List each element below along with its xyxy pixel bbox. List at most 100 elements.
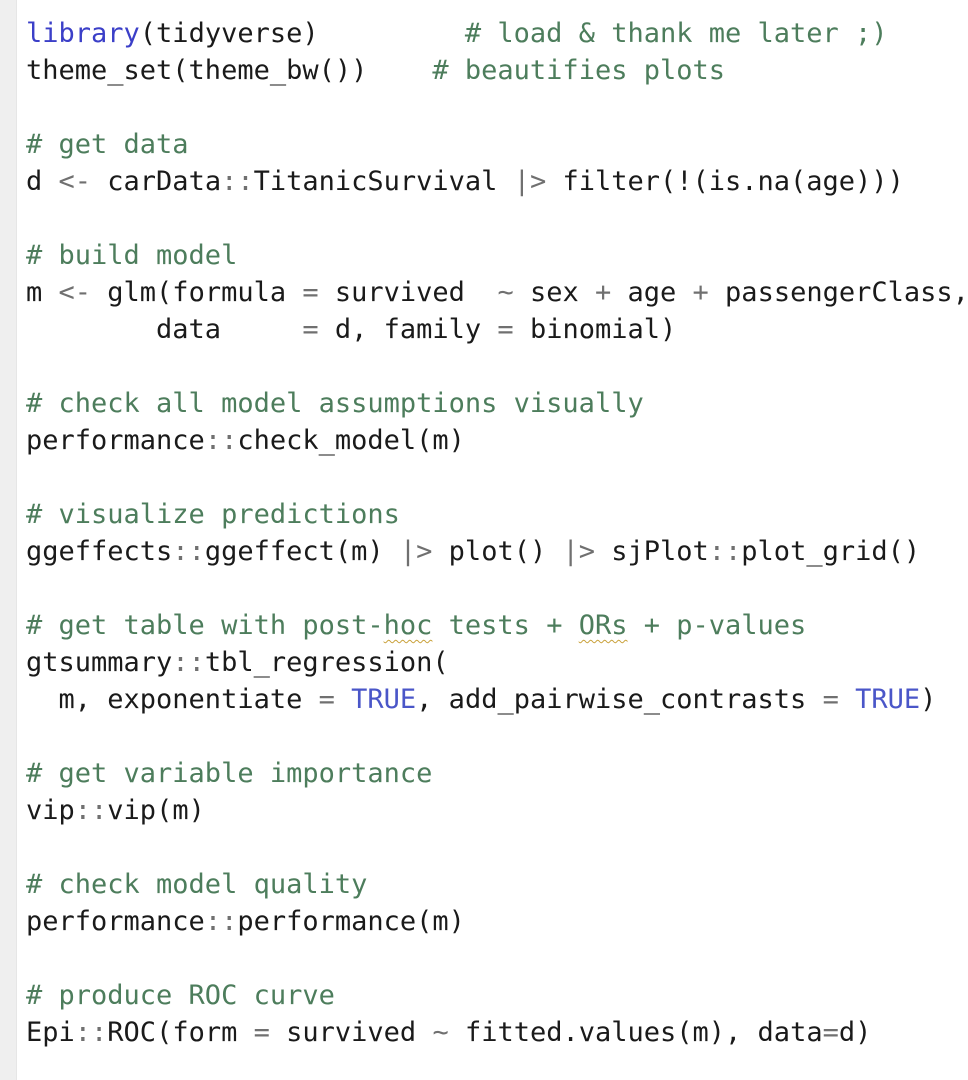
code-token	[839, 684, 855, 715]
code-line[interactable]: data = d, family = binomial)	[26, 311, 968, 348]
blank-line[interactable]	[26, 940, 968, 977]
code-token: ::	[708, 536, 742, 567]
code-token: ~	[432, 1017, 449, 1048]
code-token: =	[318, 684, 335, 715]
code-token: performance	[26, 425, 205, 456]
code-token: TitanicSurvival	[253, 166, 514, 197]
code-token: vip	[26, 795, 75, 826]
code-line[interactable]: d <- carData::TitanicSurvival |> filter(…	[26, 163, 968, 200]
code-token: m, exponentiate	[26, 684, 319, 715]
code-token: m	[26, 277, 59, 308]
code-token: ::	[74, 795, 108, 826]
code-line[interactable]: gtsummary::tbl_regression(	[26, 644, 968, 681]
code-token: # load & thank me later ;)	[464, 18, 888, 49]
code-token: binomial)	[513, 314, 677, 345]
code-line[interactable]: # visualize predictions	[26, 496, 968, 533]
code-token: ::	[204, 425, 238, 456]
code-token: data	[26, 314, 303, 345]
code-line[interactable]: # check model quality	[26, 866, 968, 903]
code-token: fitted.values(m), data	[448, 1017, 823, 1048]
code-token: ::	[74, 1017, 108, 1048]
blank-line[interactable]	[26, 570, 968, 607]
code-token: <-	[58, 166, 92, 197]
code-token: =	[497, 314, 514, 345]
code-token: ~	[497, 277, 514, 308]
code-token: gtsummary	[26, 647, 173, 678]
code-token: # produce ROC curve	[26, 980, 335, 1011]
code-token: # get data	[26, 129, 189, 160]
code-token: glm(formula	[91, 277, 303, 308]
code-token: TRUE	[351, 684, 417, 715]
code-token: plot()	[432, 536, 563, 567]
code-token: # visualize predictions	[26, 499, 400, 530]
blank-line[interactable]	[26, 459, 968, 496]
code-token: +	[692, 277, 709, 308]
code-token: # beautifies plots	[432, 55, 725, 86]
code-token: =	[822, 684, 839, 715]
code-token: <-	[58, 277, 92, 308]
code-token: library	[26, 18, 140, 49]
code-token: =	[253, 1017, 270, 1048]
code-token: ::	[172, 536, 205, 567]
code-token: check_model(m)	[237, 425, 465, 456]
code-token: # check model quality	[26, 869, 368, 900]
code-token: d	[26, 166, 59, 197]
code-line[interactable]: theme_set(theme_bw()) # beautifies plots	[26, 52, 968, 89]
code-token: ::	[221, 166, 254, 197]
code-token: sex	[513, 277, 595, 308]
code-token: tbl_regression(	[204, 647, 449, 678]
spellcheck-flagged-token: hoc	[383, 610, 433, 641]
code-token: filter(!(is.na(age)))	[546, 166, 904, 197]
code-token: =	[302, 277, 319, 308]
code-token: =	[822, 1017, 839, 1048]
blank-line[interactable]	[26, 829, 968, 866]
code-token: Epi	[26, 1017, 75, 1048]
code-token: d, family	[318, 314, 498, 345]
code-line[interactable]: performance::performance(m)	[26, 903, 968, 940]
code-token: |>	[399, 536, 433, 567]
code-token: |>	[513, 166, 547, 197]
code-line[interactable]: # produce ROC curve	[26, 977, 968, 1014]
blank-line[interactable]	[26, 89, 968, 126]
code-token: =	[302, 314, 319, 345]
code-area[interactable]: library(tidyverse) # load & thank me lat…	[26, 15, 968, 1051]
code-line[interactable]: Epi::ROC(form = survived ~ fitted.values…	[26, 1014, 968, 1051]
blank-line[interactable]	[26, 348, 968, 385]
code-token: performance(m)	[237, 906, 465, 937]
code-line[interactable]: vip::vip(m)	[26, 792, 968, 829]
code-token: sjPlot	[594, 536, 709, 567]
code-token: tests +	[432, 610, 579, 641]
editor-gutter	[0, 0, 17, 1080]
code-line[interactable]: library(tidyverse) # load & thank me lat…	[26, 15, 968, 52]
code-token: survived	[269, 1017, 433, 1048]
code-token: ggeffects	[26, 536, 173, 567]
code-line[interactable]: # get variable importance	[26, 755, 968, 792]
code-token: ROC(form	[107, 1017, 254, 1048]
code-line[interactable]: # check all model assumptions visually	[26, 385, 968, 422]
code-token: ggeffect(m)	[204, 536, 400, 567]
code-line[interactable]: # get data	[26, 126, 968, 163]
code-token: vip(m)	[107, 795, 205, 826]
code-line[interactable]: # get table with post-hoc tests + ORs + …	[26, 607, 968, 644]
code-line[interactable]: m, exponentiate = TRUE, add_pairwise_con…	[26, 681, 968, 718]
code-token: # get variable importance	[26, 758, 433, 789]
code-token: passengerClass,	[708, 277, 968, 308]
code-line[interactable]: # build model	[26, 237, 968, 274]
code-token: TRUE	[855, 684, 921, 715]
code-token: ::	[172, 647, 205, 678]
code-token: d)	[838, 1017, 872, 1048]
code-line[interactable]: m <- glm(formula = survived ~ sex + age …	[26, 274, 968, 311]
code-token: survived	[318, 277, 498, 308]
code-line[interactable]: performance::check_model(m)	[26, 422, 968, 459]
code-line[interactable]: ggeffects::ggeffect(m) |> plot() |> sjPl…	[26, 533, 968, 570]
code-token: # build model	[26, 240, 238, 271]
blank-line[interactable]	[26, 200, 968, 237]
code-token: # get table with post-	[26, 610, 384, 641]
code-token: + p-values	[627, 610, 807, 641]
blank-line[interactable]	[26, 718, 968, 755]
code-token: (tidyverse)	[139, 18, 465, 49]
code-token: ::	[204, 906, 238, 937]
code-token: )	[920, 684, 937, 715]
code-token: performance	[26, 906, 205, 937]
